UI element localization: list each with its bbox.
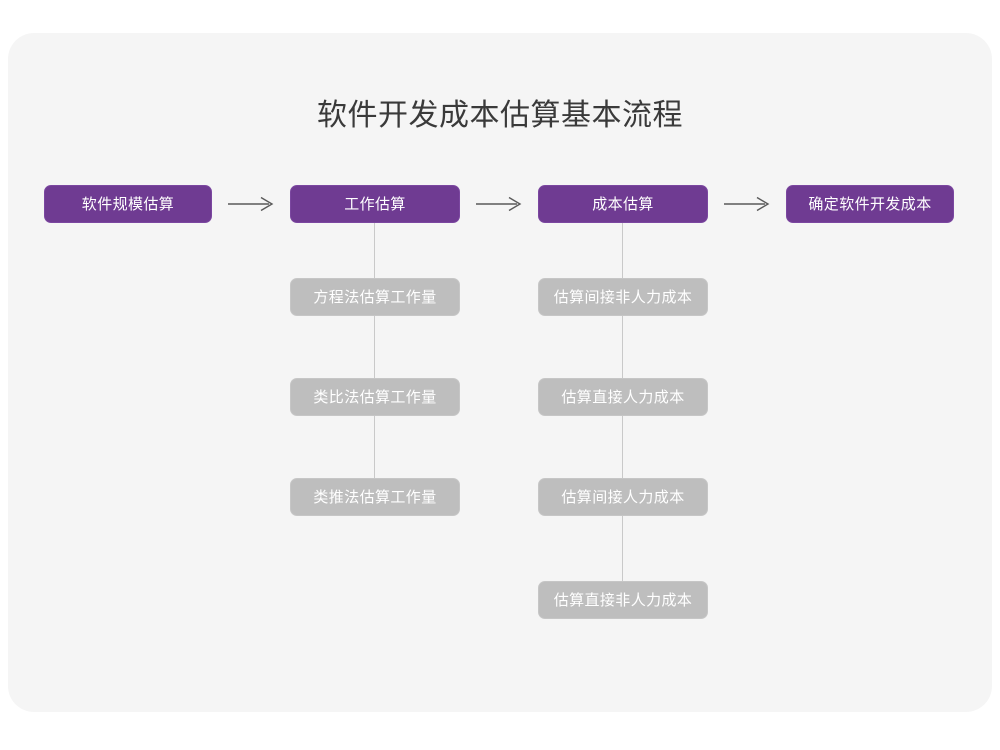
flow-step-software-scale-estimation[interactable]: 软件规模估算: [44, 185, 212, 223]
branch-node-equation-method-effort[interactable]: 方程法估算工作量: [290, 278, 460, 316]
arrow-right-icon: [724, 194, 772, 214]
arrow-right-icon: [476, 194, 524, 214]
flow-step-cost-estimation[interactable]: 成本估算: [538, 185, 708, 223]
flow-step-label: 成本估算: [592, 195, 654, 213]
page-title: 软件开发成本估算基本流程: [317, 99, 683, 132]
branch-connector-effort: [374, 211, 375, 516]
branch-node-label: 类推法估算工作量: [313, 488, 437, 506]
flow-step-label: 确定软件开发成本: [808, 195, 932, 213]
branch-node-inference-method-effort[interactable]: 类推法估算工作量: [290, 478, 460, 516]
branch-node-label: 估算直接人力成本: [561, 388, 685, 406]
branch-node-label: 估算间接非人力成本: [553, 288, 693, 306]
flow-step-label: 工作估算: [344, 195, 406, 213]
branch-node-indirect-nonlabor-cost[interactable]: 估算间接非人力成本: [538, 278, 708, 316]
branch-node-label: 估算间接人力成本: [561, 488, 685, 506]
branch-node-label: 估算直接非人力成本: [553, 591, 693, 609]
flow-step-effort-estimation[interactable]: 工作估算: [290, 185, 460, 223]
arrow-right-icon: [228, 194, 276, 214]
branch-node-label: 方程法估算工作量: [313, 288, 437, 306]
branch-node-direct-labor-cost[interactable]: 估算直接人力成本: [538, 378, 708, 416]
branch-node-analogy-method-effort[interactable]: 类比法估算工作量: [290, 378, 460, 416]
branch-node-label: 类比法估算工作量: [313, 388, 437, 406]
flow-step-label: 软件规模估算: [81, 195, 175, 213]
branch-node-direct-nonlabor-cost[interactable]: 估算直接非人力成本: [538, 581, 708, 619]
diagram-card: [8, 33, 992, 712]
flow-step-determine-development-cost[interactable]: 确定软件开发成本: [786, 185, 954, 223]
branch-node-indirect-labor-cost[interactable]: 估算间接人力成本: [538, 478, 708, 516]
